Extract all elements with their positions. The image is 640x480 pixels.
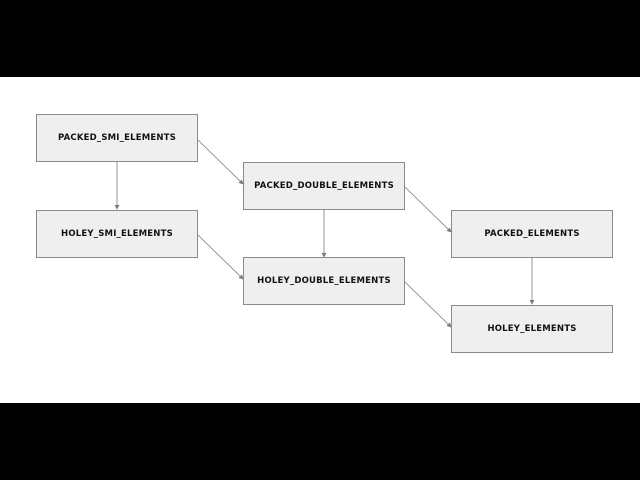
edge-holey-smi-to-holey-double — [197, 234, 243, 279]
node-label: HOLEY_SMI_ELEMENTS — [61, 229, 173, 239]
node-packed-elements: PACKED_ELEMENTS — [451, 210, 613, 258]
node-packed-double-elements: PACKED_DOUBLE_ELEMENTS — [243, 162, 405, 210]
edge-packed-smi-to-packed-double — [197, 139, 243, 184]
edge-holey-double-to-holey — [405, 282, 451, 327]
node-label: PACKED_DOUBLE_ELEMENTS — [254, 181, 394, 191]
node-packed-smi-elements: PACKED_SMI_ELEMENTS — [36, 114, 198, 162]
letterbox-top — [0, 0, 640, 77]
node-label: HOLEY_DOUBLE_ELEMENTS — [257, 276, 391, 286]
diagram-canvas: PACKED_SMI_ELEMENTS HOLEY_SMI_ELEMENTS P… — [0, 77, 640, 403]
node-label: PACKED_SMI_ELEMENTS — [58, 133, 176, 143]
node-holey-smi-elements: HOLEY_SMI_ELEMENTS — [36, 210, 198, 258]
node-holey-double-elements: HOLEY_DOUBLE_ELEMENTS — [243, 257, 405, 305]
edge-packed-double-to-packed — [405, 187, 451, 232]
letterbox-bottom — [0, 403, 640, 480]
node-holey-elements: HOLEY_ELEMENTS — [451, 305, 613, 353]
node-label: HOLEY_ELEMENTS — [487, 324, 576, 334]
node-label: PACKED_ELEMENTS — [484, 229, 579, 239]
